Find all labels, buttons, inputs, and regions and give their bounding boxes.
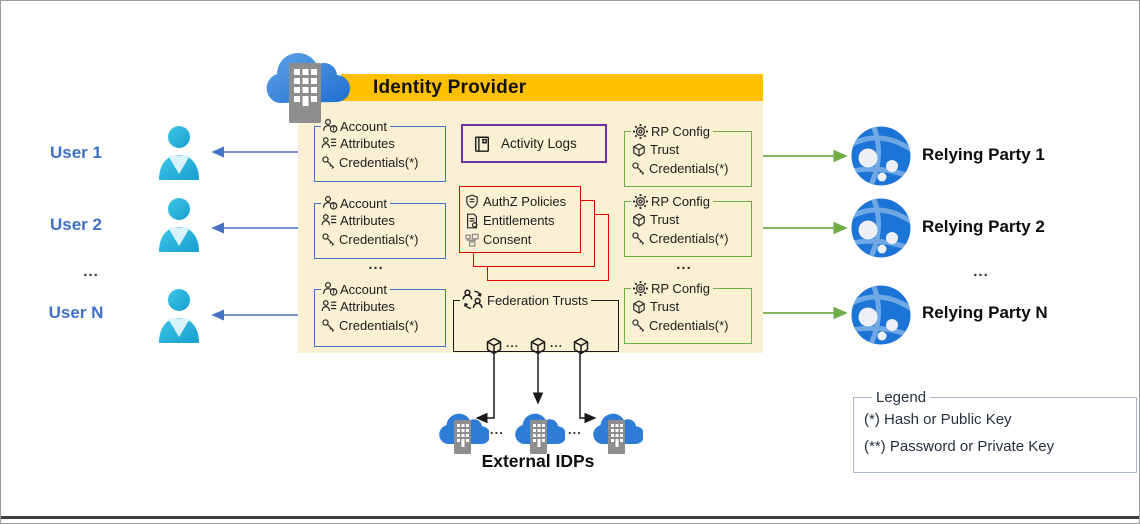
key-icon (321, 155, 336, 170)
external-idp-cloud-icon (511, 406, 565, 458)
person-info-icon (322, 195, 338, 211)
authz-entitlements-label: Entitlements (483, 213, 555, 228)
external-idps-ellipsis: ... (568, 422, 582, 437)
relying-parties-ellipsis: ... (973, 263, 989, 280)
external-idps-ellipsis: ... (490, 422, 504, 437)
key-icon (321, 232, 336, 247)
entitlements-doc-icon (464, 213, 480, 229)
account-box-3: Account Attributes Credentials(*) (314, 281, 446, 347)
account-box-2: Account Attributes Credentials(*) (314, 195, 446, 259)
users-ellipsis: ... (83, 263, 99, 280)
relying-party-globe-icon (850, 125, 912, 187)
gear-icon (632, 193, 649, 210)
activity-logs-box: Activity Logs (461, 124, 607, 163)
identity-provider-title: Identity Provider (373, 76, 527, 98)
account-title: Account (340, 118, 387, 134)
person-attributes-icon (321, 136, 337, 152)
legend-item-hash: (*) Hash or Public Key (864, 411, 1012, 428)
rp-config-title: RP Config (651, 194, 711, 209)
user-icon (153, 287, 205, 344)
consent-flow-icon (464, 232, 480, 248)
legend-box: Legend (*) Hash or Public Key (**) Passw… (853, 389, 1137, 473)
federation-ellipsis: ... (550, 336, 564, 350)
rp-config-title: RP Config (651, 281, 711, 296)
user-n-label: User N (48, 303, 104, 322)
legend-item-password: (**) Password or Private Key (864, 438, 1055, 455)
person-attributes-icon (321, 213, 337, 229)
gear-icon (632, 123, 649, 140)
relying-party-1-label: Relying Party 1 (922, 145, 1045, 164)
rp-config-box-2: RP Config Trust Credentials(*) (624, 193, 752, 257)
key-icon (321, 318, 336, 333)
person-info-icon (322, 118, 338, 134)
rp-config-box-3: RP Config Trust Credentials(*) (624, 280, 752, 344)
external-idp-cloud-icon (589, 406, 643, 458)
key-icon (631, 318, 646, 333)
legend-title: Legend (876, 389, 927, 406)
account-attributes-label: Attributes (340, 136, 395, 151)
cube-icon (631, 212, 647, 228)
user-icon (153, 124, 205, 181)
activity-logs-label: Activity Logs (501, 136, 577, 151)
relying-party-2-label: Relying Party 2 (922, 217, 1045, 236)
account-box-1: Account Attributes Credentials(*) (314, 118, 446, 182)
federation-ellipsis: ... (506, 336, 520, 350)
account-credentials-label: Credentials(*) (339, 155, 419, 170)
user-2-label: User 2 (50, 215, 102, 234)
authz-consent-label: Consent (483, 232, 532, 247)
person-attributes-icon (321, 299, 337, 315)
person-info-icon (322, 281, 338, 297)
authz-box: AuthZ Policies Entitlements Consent (459, 186, 581, 253)
rp-trust-label: Trust (650, 142, 680, 157)
account-attributes-label: Attributes (340, 299, 395, 314)
federation-trusts-title: Federation Trusts (487, 292, 589, 308)
user-icon (153, 196, 205, 253)
cube-icon (484, 336, 504, 356)
window-bottom-edge (1, 516, 1139, 519)
cube-icon (528, 336, 548, 356)
user-1-label: User 1 (50, 143, 102, 162)
idp-cloud-building-icon (257, 41, 351, 125)
sync-people-icon (461, 288, 485, 312)
account-attributes-label: Attributes (340, 213, 395, 228)
cube-icon (571, 336, 591, 356)
federation-trusts-box: Federation Trusts ... ... (453, 288, 619, 355)
cube-icon (631, 299, 647, 315)
cube-icon (631, 142, 647, 158)
relying-party-n-label: Relying Party N (922, 303, 1048, 322)
journal-icon (473, 135, 491, 153)
key-icon (631, 231, 646, 246)
accounts-ellipsis: ... (368, 256, 384, 273)
key-icon (631, 161, 646, 176)
rp-trust-label: Trust (650, 212, 680, 227)
account-title: Account (340, 195, 387, 211)
account-title: Account (340, 281, 387, 297)
identity-provider-header: Identity Provider (341, 74, 763, 101)
external-idps-label: External IDPs (481, 451, 595, 471)
account-credentials-label: Credentials(*) (339, 232, 419, 247)
shield-policy-icon (464, 194, 480, 210)
relying-party-globe-icon (850, 284, 912, 346)
rp-config-box-1: RP Config Trust Credentials(*) (624, 123, 752, 187)
external-idp-cloud-icon (435, 406, 489, 458)
relying-party-globe-icon (850, 197, 912, 259)
rp-config-title: RP Config (651, 124, 711, 139)
rp-trust-label: Trust (650, 299, 680, 314)
rp-credentials-label: Credentials(*) (649, 161, 729, 176)
rp-config-ellipsis: ... (676, 256, 692, 273)
rp-credentials-label: Credentials(*) (649, 318, 729, 333)
rp-credentials-label: Credentials(*) (649, 231, 729, 246)
account-credentials-label: Credentials(*) (339, 318, 419, 333)
gear-icon (632, 280, 649, 297)
authz-policies-label: AuthZ Policies (483, 194, 567, 209)
